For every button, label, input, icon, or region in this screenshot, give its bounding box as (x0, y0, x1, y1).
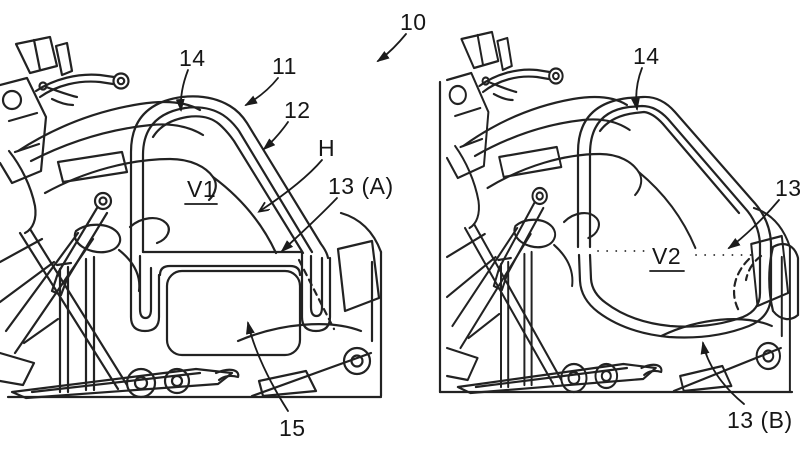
leader-12 (262, 121, 289, 151)
label-12: 12 (284, 97, 311, 123)
hidden-edge-dashed-b2 (744, 254, 763, 282)
leader-13 (727, 199, 780, 250)
label-13: 13 (775, 175, 800, 201)
leader-13b (700, 341, 745, 405)
fig-a: 14 11 12 H V1 13 (A) 15 (0, 35, 394, 441)
fig-b: 14 13 V2 13 (B) (438, 30, 800, 433)
label-13a: 13 (A) (328, 173, 394, 199)
leader-15 (245, 321, 289, 412)
motorcycle-body-a (0, 35, 383, 400)
label-14-b: 14 (633, 43, 660, 69)
label-14-a: 14 (179, 45, 206, 71)
hidden-edge-dashed-a (297, 258, 336, 331)
label-h: H (318, 135, 335, 161)
label-v2: V2 (652, 243, 681, 269)
rear-cowl-b (768, 242, 800, 321)
label-11: 11 (272, 53, 297, 79)
label-15: 15 (279, 415, 306, 441)
leader-h (260, 159, 323, 211)
windshield-frame-a (129, 95, 330, 260)
label-v1: V1 (187, 176, 216, 202)
airbag-folded-channel (129, 250, 336, 333)
hidden-edge-dashed-b1 (732, 257, 751, 313)
label-13b: 13 (B) (727, 407, 793, 433)
airbag-deployed-outline (576, 95, 800, 339)
leader-11 (244, 77, 279, 107)
leader-14-b (630, 67, 643, 111)
leader-13a (280, 197, 338, 253)
label-10: 10 (400, 9, 427, 35)
leader-14-a (175, 69, 189, 112)
leader-10 (376, 33, 407, 63)
airbag-module-box (165, 269, 302, 357)
